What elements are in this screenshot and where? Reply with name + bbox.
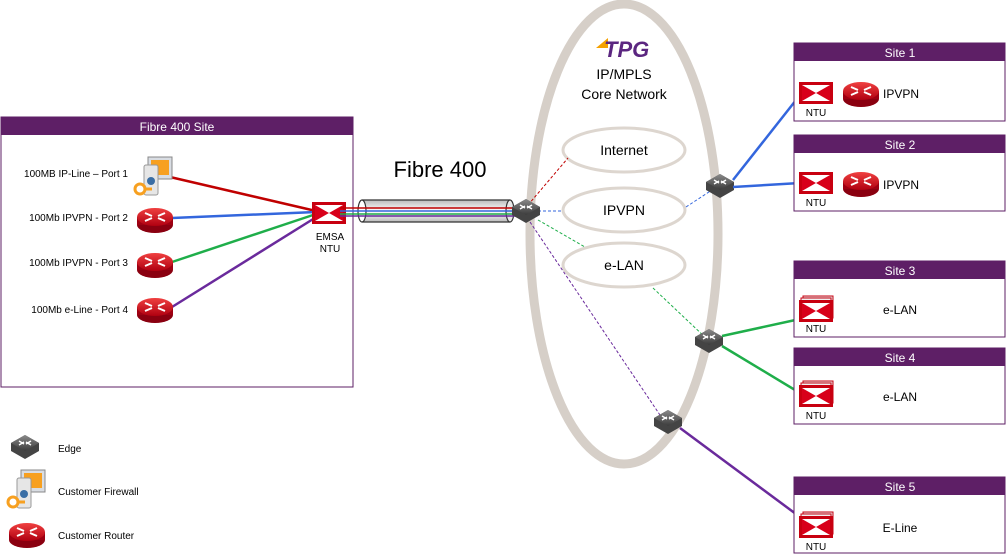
emsa-ntu-icon (312, 202, 346, 224)
legend-firewall-label: Customer Firewall (58, 487, 139, 498)
legend: Edge Customer Firewall Customer Router (6, 434, 139, 549)
service-internet-label: Internet (600, 142, 648, 158)
customer-router-icon (136, 252, 174, 279)
ntu-label: NTU (320, 244, 341, 255)
site-1-box: Site 1 IPVPN NTU (793, 42, 1006, 122)
fibre-400-label: Fibre 400 (394, 157, 487, 182)
site-3-service: e-LAN (883, 303, 917, 317)
ntu-icon (799, 82, 833, 104)
customer-router-icon (136, 297, 174, 324)
ntu-icon (798, 511, 834, 539)
core-title-line2: Core Network (581, 86, 668, 102)
site-2-service: IPVPN (883, 178, 919, 192)
site-5-box: Site 5 E-Line NTU (793, 476, 1006, 554)
customer-router-icon (8, 522, 46, 549)
customer-firewall-icon (6, 468, 47, 510)
service-ipvpn: IPVPN (561, 186, 687, 234)
site-3-title: Site 3 (885, 264, 916, 278)
port-2-label: 100Mb IPVPN - Port 2 (29, 213, 128, 224)
ntu-icon (798, 295, 834, 323)
ntu-icon (799, 172, 833, 194)
customer-router-icon (842, 171, 880, 198)
customer-router-icon (136, 207, 174, 234)
ntu-icon (798, 380, 834, 408)
site-5-service: E-Line (883, 521, 918, 535)
port-4-label: 100Mb e-Line - Port 4 (31, 305, 128, 316)
core-network-oval (525, 0, 723, 469)
site-4-service: e-LAN (883, 390, 917, 404)
site-3-box: Site 3 e-LAN NTU (793, 260, 1006, 338)
customer-router-icon (842, 81, 880, 108)
edge-icon (10, 434, 40, 460)
port-links (169, 175, 319, 309)
site-1-service: IPVPN (883, 87, 919, 101)
fibre-tube (340, 199, 518, 223)
site-2-box: Site 2 IPVPN NTU (793, 134, 1006, 212)
port-3-label: 100Mb IPVPN - Port 3 (29, 258, 128, 269)
site-4-ntu-label: NTU (806, 411, 827, 422)
tpg-logo-text: TPG (604, 37, 649, 62)
site-1-ntu-label: NTU (806, 108, 827, 119)
port-1-label: 100MB IP-Line – Port 1 (24, 169, 128, 180)
fibre400-site-title: Fibre 400 Site (140, 120, 215, 134)
emsa-label: EMSA (316, 232, 345, 243)
service-internet: Internet (561, 126, 687, 174)
legend-router-label: Customer Router (58, 531, 135, 542)
fibre400-site-box: Fibre 400 Site (0, 116, 354, 388)
service-elan-label: e-LAN (604, 257, 644, 273)
service-ipvpn-label: IPVPN (603, 202, 645, 218)
site-5-ntu-label: NTU (806, 542, 827, 553)
tpg-logo: TPG (596, 37, 649, 62)
service-elan: e-LAN (561, 241, 687, 289)
site-4-box: Site 4 e-LAN NTU (793, 347, 1006, 425)
site-links (679, 94, 801, 519)
site-5-title: Site 5 (885, 480, 916, 494)
site-2-title: Site 2 (885, 138, 916, 152)
site-4-title: Site 4 (885, 351, 916, 365)
site-3-ntu-label: NTU (806, 324, 827, 335)
core-title-line1: IP/MPLS (596, 66, 651, 82)
legend-edge-label: Edge (58, 444, 82, 455)
site-1-title: Site 1 (885, 46, 916, 60)
site-2-ntu-label: NTU (806, 198, 827, 209)
